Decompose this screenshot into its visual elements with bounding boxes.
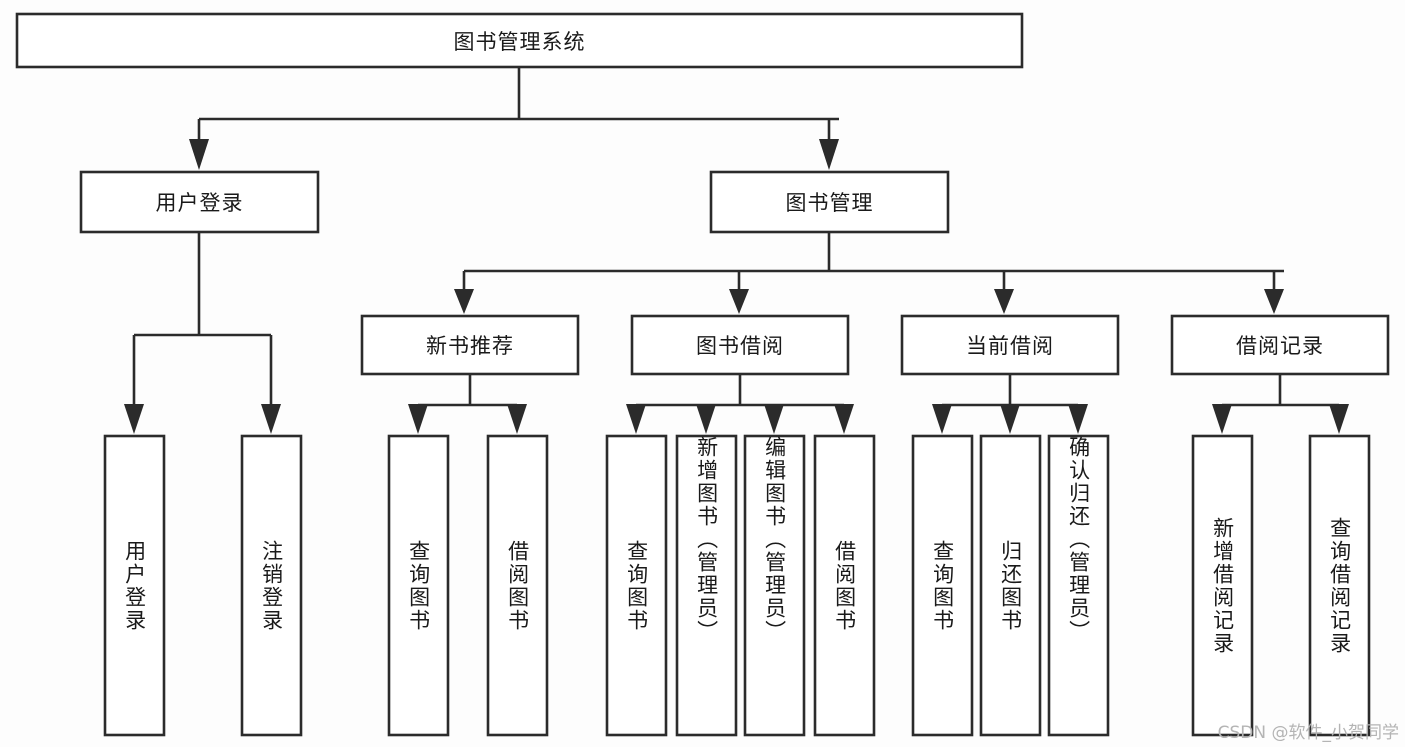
- arrow-head-leaf-borrow-book-1: [507, 404, 527, 434]
- node-user-login[interactable]: [79, 170, 320, 234]
- arrow-head-leaf-user-logout: [261, 404, 281, 434]
- arrow-head-leaf-borrow-book-2: [834, 404, 854, 434]
- arrow-head-user-login: [189, 139, 209, 170]
- node-leaf-edit-book[interactable]: [743, 434, 806, 737]
- arrow-head-book-borrow: [729, 289, 749, 314]
- node-leaf-query-book-3[interactable]: [911, 434, 974, 737]
- node-leaf-add-record[interactable]: [1191, 434, 1254, 737]
- node-new-book-rec[interactable]: [360, 314, 580, 376]
- arrow-head-leaf-confirm-return: [1068, 404, 1088, 434]
- node-book-borrow[interactable]: [630, 314, 850, 376]
- node-leaf-add-book[interactable]: [675, 434, 738, 737]
- arrow-head-leaf-edit-book: [764, 404, 784, 434]
- arrow-head-leaf-add-record: [1212, 404, 1232, 434]
- node-leaf-borrow-book-2[interactable]: [813, 434, 876, 737]
- node-leaf-borrow-book-1[interactable]: [486, 434, 549, 737]
- arrow-head-leaf-query-book-2: [626, 404, 646, 434]
- arrow-head-leaf-user-login: [124, 404, 144, 434]
- node-root[interactable]: [15, 12, 1024, 69]
- arrow-head-leaf-return-book: [1000, 404, 1020, 434]
- arrow-head-leaf-query-record: [1329, 404, 1349, 434]
- arrow-head-leaf-query-book-3: [932, 404, 952, 434]
- node-book-manage[interactable]: [709, 170, 950, 234]
- node-leaf-query-book-1[interactable]: [387, 434, 450, 737]
- node-leaf-user-login[interactable]: [103, 434, 166, 737]
- arrow-head-current-borrow: [994, 289, 1014, 314]
- node-borrow-record[interactable]: [1170, 314, 1390, 376]
- node-layer: [15, 12, 1390, 737]
- node-current-borrow[interactable]: [900, 314, 1120, 376]
- arrow-head-borrow-record: [1264, 289, 1284, 314]
- arrow-head-leaf-query-book-1: [408, 404, 428, 434]
- node-leaf-query-record[interactable]: [1308, 434, 1371, 737]
- arrow-head-leaf-add-book: [696, 404, 716, 434]
- node-leaf-return-book[interactable]: [979, 434, 1042, 737]
- arrow-head-book-manage: [819, 139, 839, 170]
- node-leaf-confirm-return[interactable]: [1047, 434, 1110, 737]
- node-leaf-query-book-2[interactable]: [605, 434, 668, 737]
- node-leaf-user-logout[interactable]: [240, 434, 303, 737]
- connector-layer: [124, 67, 1349, 434]
- csdn-watermark: CSDN @软件_小贺同学: [1217, 723, 1399, 743]
- arrow-head-new-book-rec: [454, 289, 474, 314]
